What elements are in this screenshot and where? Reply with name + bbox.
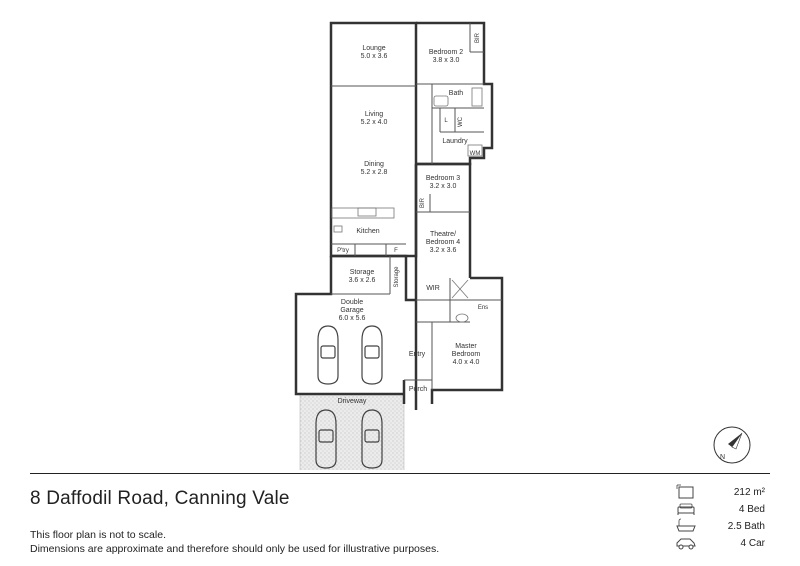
pantry-label: P'try xyxy=(337,248,349,254)
interior-walls xyxy=(331,23,502,390)
storage-label: Storage xyxy=(350,269,375,276)
garage-dims: 6.0 x 5.6 xyxy=(339,315,366,322)
fixtures xyxy=(331,87,483,323)
garage-label: Garage xyxy=(340,307,363,314)
stat-area: 212 m² xyxy=(675,484,765,501)
svg-text:N: N xyxy=(720,454,725,461)
area-value: 212 m² xyxy=(733,487,765,498)
bir-mid-label: BIR xyxy=(420,197,426,208)
bedroom3-label: Bedroom 3 xyxy=(426,175,460,182)
theatre-label: Theatre/ xyxy=(430,231,456,238)
laundry-label: Laundry xyxy=(442,138,468,145)
bath-icon xyxy=(676,518,696,532)
floor-plan: Lounge 5.0 x 3.6 Bedroom 2 3.8 x 3.0 BIR… xyxy=(294,21,504,470)
fridge-label: F xyxy=(394,248,398,254)
living-label: Living xyxy=(365,111,383,118)
garage-cars xyxy=(317,325,383,385)
master-dims: 4.0 x 4.0 xyxy=(453,359,480,366)
beds-value: 4 Bed xyxy=(738,504,765,515)
bath-label: Bath xyxy=(449,90,464,97)
stat-beds: 4 Bed xyxy=(675,501,765,518)
bedroom2-label: Bedroom 2 xyxy=(429,49,463,56)
driveway-area xyxy=(299,393,405,470)
area-icon xyxy=(676,484,694,499)
disclaimer-scale: This floor plan is not to scale. xyxy=(30,529,166,541)
baths-value: 2.5 Bath xyxy=(727,521,765,532)
wir-label: WIR xyxy=(426,285,440,292)
side-storage-label: Storage xyxy=(394,266,400,288)
dining-dims: 5.2 x 2.8 xyxy=(361,169,388,176)
north-compass-icon: N xyxy=(713,426,751,464)
porch-label: Porch xyxy=(409,386,427,393)
dining-label: Dining xyxy=(364,161,384,168)
wm-label: WM xyxy=(470,151,481,157)
driveway-cars xyxy=(315,409,383,469)
lounge-dims: 5.0 x 3.6 xyxy=(361,53,388,60)
storage-dims: 3.6 x 2.6 xyxy=(349,277,376,284)
property-address: 8 Daffodil Road, Canning Vale xyxy=(30,488,290,509)
bedroom4-label: Bedroom 4 xyxy=(426,239,460,246)
driveway-label: Driveway xyxy=(338,398,367,405)
entry-label: Entry xyxy=(409,351,426,358)
bed-icon xyxy=(677,503,695,515)
ens-label: Ens xyxy=(478,305,488,311)
room-labels: Lounge 5.0 x 3.6 Bedroom 2 3.8 x 3.0 BIR… xyxy=(337,32,488,405)
living-dims: 5.2 x 4.0 xyxy=(361,119,388,126)
property-stats: 212 m² 4 Bed 2.5 Bath 4 Car xyxy=(675,484,765,552)
footer-divider xyxy=(30,473,770,474)
stat-cars: 4 Car xyxy=(675,535,765,552)
l-label: L xyxy=(444,118,448,124)
kitchen-label: Kitchen xyxy=(356,228,379,235)
car-icon xyxy=(676,538,696,550)
bedroom2-dims: 3.8 x 3.0 xyxy=(433,57,460,64)
wc-label: WC xyxy=(458,116,464,127)
bedroom3-dims: 3.2 x 3.0 xyxy=(430,183,457,190)
disclaimer-dimensions: Dimensions are approximate and therefore… xyxy=(30,543,440,555)
bedroom4-dims: 3.2 x 3.6 xyxy=(430,247,457,254)
stat-baths: 2.5 Bath xyxy=(675,518,765,535)
garage-line1-label: Double xyxy=(341,299,363,306)
lounge-label: Lounge xyxy=(362,45,385,52)
master-line1-label: Master xyxy=(455,343,477,350)
master-label: Bedroom xyxy=(452,351,481,358)
outer-walls xyxy=(294,21,504,410)
cars-value: 4 Car xyxy=(740,538,765,549)
bir-top-label: BIR xyxy=(475,32,481,43)
